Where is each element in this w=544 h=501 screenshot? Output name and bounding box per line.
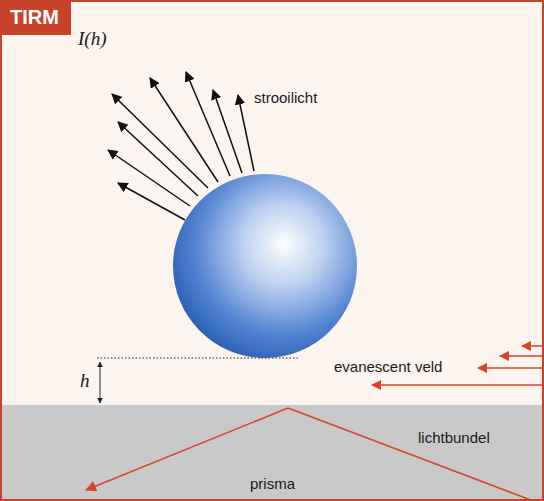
beam-label: lichtbundel: [418, 429, 490, 447]
scatter-arrows: [108, 72, 254, 220]
formula-label: I(h): [78, 28, 106, 51]
height-arrow: [100, 362, 101, 403]
scatter-label: strooilicht: [254, 89, 317, 107]
prism-body: [0, 405, 544, 501]
dotted-level: [97, 358, 298, 359]
prism-label: prisma: [250, 475, 295, 493]
field-label: evanescent veld: [334, 358, 442, 376]
height-label: h: [80, 370, 90, 393]
title-tab: TIRM: [0, 0, 71, 35]
colloid-sphere: [173, 174, 357, 358]
prism-band: lichtbundel prisma: [2, 405, 542, 499]
light-beam: [86, 408, 544, 501]
